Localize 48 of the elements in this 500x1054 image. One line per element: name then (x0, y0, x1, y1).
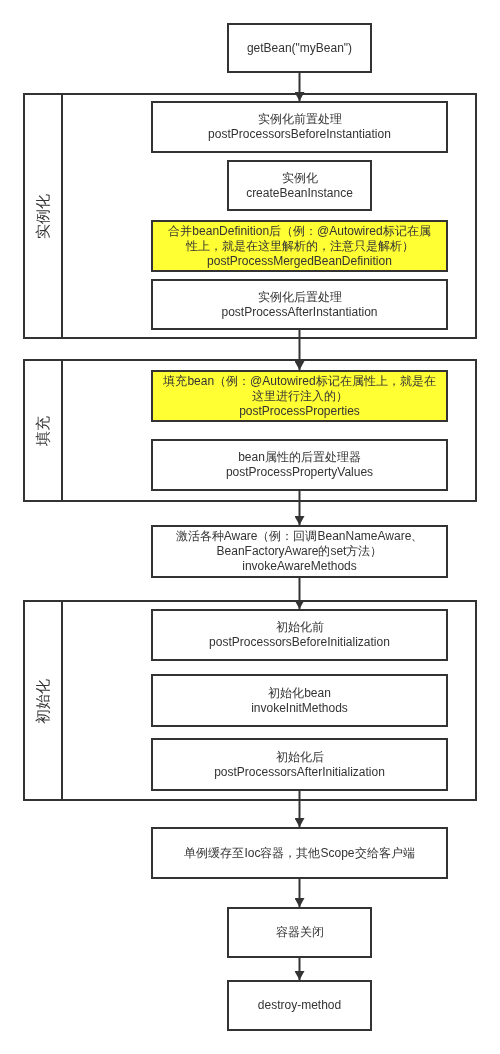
step-label: 实例化前置处理 (257, 112, 342, 127)
process-box (151, 674, 448, 727)
step-label: destroy-method (257, 998, 342, 1013)
method-name: invokeAwareMethods (242, 559, 357, 574)
stage-label: 实例化 (33, 193, 52, 239)
method-name: postProcessorsBeforeInstantiation (208, 127, 391, 142)
step-label: 单例缓存至Ioc容器，其他Scope交给客户端 (184, 845, 415, 861)
arrow (294, 577, 305, 610)
method-name: invokeInitMethods (251, 700, 348, 716)
step-label: 初始化bean (268, 685, 331, 701)
arrow (294, 490, 305, 526)
method-name: postProcessorsBeforeInitialization (209, 635, 390, 650)
highlighted-step-box (151, 220, 448, 272)
process-box (151, 738, 448, 791)
process-box (151, 525, 448, 578)
step-label: 初始化后 (275, 749, 324, 765)
stage-group (23, 600, 477, 801)
step-label: 实例化 (281, 170, 318, 186)
process-box (151, 279, 448, 330)
process-box (227, 160, 372, 211)
method-name: postProcessProperties (239, 403, 360, 419)
arrow (294, 329, 305, 371)
step-label: 初始化前 (275, 620, 324, 635)
step-label: 实例化后置处理 (257, 289, 342, 305)
method-name: postProcessorsAfterInitialization (214, 764, 385, 780)
process-box (227, 980, 372, 1031)
stage-label: 初始化 (33, 678, 52, 723)
process-box (151, 609, 448, 661)
arrow (294, 957, 305, 981)
process-box (151, 439, 448, 491)
process-box (227, 23, 372, 73)
step-label: bean属性的后置处理器 (238, 450, 361, 465)
highlighted-step-box (151, 370, 448, 422)
stage-label: 填充 (33, 415, 52, 446)
method-name: postProcessMergedBeanDefinition (207, 253, 392, 269)
process-box (227, 907, 372, 958)
method-name: createBeanInstance (246, 185, 353, 201)
process-box (151, 101, 448, 153)
arrow (294, 878, 305, 908)
process-box (151, 827, 448, 879)
step-label: 容器关闭 (275, 925, 324, 940)
arrow (294, 72, 305, 102)
method-name: postProcessAfterInstantiation (221, 304, 378, 320)
step-label: getBean("myBean") (246, 40, 353, 56)
arrow (294, 790, 305, 828)
stage-group (23, 359, 477, 502)
method-name: postProcessPropertyValues (225, 465, 374, 480)
stage-group (23, 93, 477, 339)
